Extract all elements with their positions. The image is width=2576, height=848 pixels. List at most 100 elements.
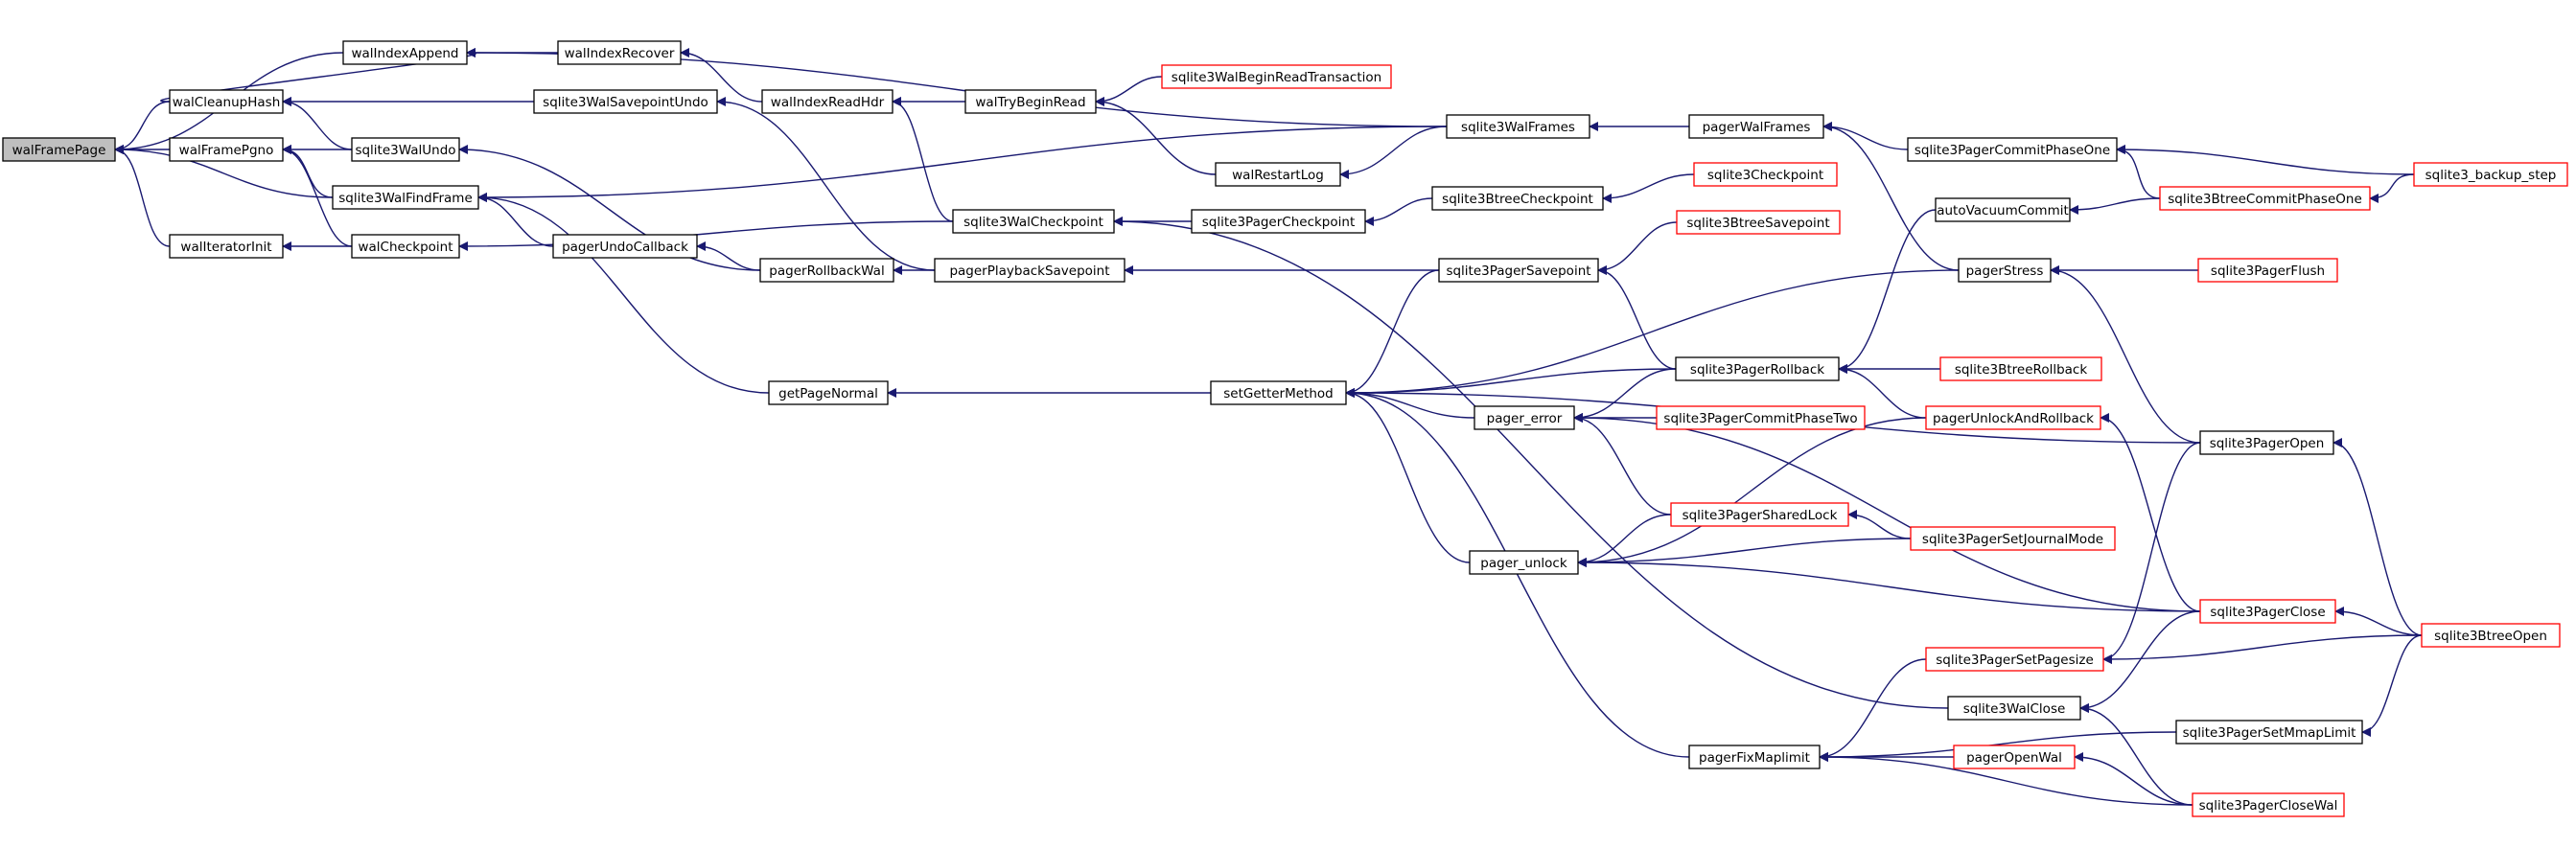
node-pager-open-wal[interactable]: pagerOpenWal <box>1953 745 2076 769</box>
node-box[interactable] <box>1656 405 1866 430</box>
node-sqlite3-wal-begin-read-transaction[interactable]: sqlite3WalBeginReadTransaction <box>1161 64 1392 89</box>
node-sqlite3-wal-savepoint-undo[interactable]: sqlite3WalSavepointUndo <box>533 89 718 114</box>
node-box[interactable] <box>1431 186 1604 211</box>
node-wal-index-append[interactable]: walIndexAppend <box>342 40 468 65</box>
node-pager-undo-callback[interactable]: pagerUndoCallback <box>552 234 698 259</box>
node-auto-vacuum-commit[interactable]: autoVacuumCommit <box>1935 197 2071 222</box>
node-box[interactable] <box>2199 599 2336 624</box>
node-box[interactable] <box>1191 209 1366 234</box>
node-sqlite3-pager-shared-lock[interactable]: sqlite3PagerSharedLock <box>1670 502 1849 527</box>
node-sqlite3-pager-set-journal-mode[interactable]: sqlite3PagerSetJournalMode <box>1910 526 2116 551</box>
node-box[interactable] <box>2197 258 2338 283</box>
node-get-page-normal[interactable]: getPageNormal <box>768 380 889 405</box>
node-wal-iterator-init[interactable]: walIteratorInit <box>169 234 284 259</box>
node-wal-cleanup-hash[interactable]: walCleanupHash <box>169 89 284 114</box>
node-box[interactable] <box>768 380 889 405</box>
node-box[interactable] <box>2413 162 2568 187</box>
node-pager-playback-savepoint[interactable]: pagerPlaybackSavepoint <box>934 258 1126 283</box>
node-box[interactable] <box>1693 162 1838 187</box>
node-sqlite3-wal-frames[interactable]: sqlite3WalFrames <box>1446 114 1590 139</box>
node-sqlite3-pager-flush[interactable]: sqlite3PagerFlush <box>2197 258 2338 283</box>
node-box[interactable] <box>964 89 1097 114</box>
node-box[interactable] <box>759 258 894 283</box>
node-box[interactable] <box>1215 162 1341 187</box>
node-wal-frame-page[interactable]: walFramePage <box>2 137 116 162</box>
node-sqlite3-pager-close-wal[interactable]: sqlite3PagerCloseWal <box>2192 792 2345 817</box>
node-box[interactable] <box>1907 137 2118 162</box>
node-box[interactable] <box>1474 405 1575 430</box>
node-wal-restart-log[interactable]: walRestartLog <box>1215 162 1341 187</box>
node-box[interactable] <box>557 40 682 65</box>
node-wal-frame-pgno[interactable]: walFramePgno <box>169 137 284 162</box>
node-box[interactable] <box>761 89 893 114</box>
node-sqlite3-wal-find-frame[interactable]: sqlite3WalFindFrame <box>332 185 479 210</box>
node-box[interactable] <box>1925 405 2101 430</box>
node-wal-try-begin-read[interactable]: walTryBeginRead <box>964 89 1097 114</box>
node-sqlite3-pager-commit-phase-one[interactable]: sqlite3PagerCommitPhaseOne <box>1907 137 2118 162</box>
node-sqlite3-wal-close[interactable]: sqlite3WalClose <box>1947 696 2081 721</box>
node-box[interactable] <box>351 234 460 259</box>
node-box[interactable] <box>552 234 698 259</box>
node-box[interactable] <box>2175 720 2363 745</box>
node-wal-checkpoint[interactable]: walCheckpoint <box>351 234 460 259</box>
node-box[interactable] <box>1675 356 1840 381</box>
node-box[interactable] <box>1161 64 1392 89</box>
node-box[interactable] <box>1958 258 2052 283</box>
node-sqlite3-btree-rollback[interactable]: sqlite3BtreeRollback <box>1939 356 2102 381</box>
node-sqlite3-btree-checkpoint[interactable]: sqlite3BtreeCheckpoint <box>1431 186 1604 211</box>
node-box[interactable] <box>332 185 479 210</box>
node-box[interactable] <box>169 89 284 114</box>
node-box[interactable] <box>169 234 284 259</box>
node-box[interactable] <box>1947 696 2081 721</box>
node-box[interactable] <box>1469 550 1579 575</box>
node-sqlite3-pager-rollback[interactable]: sqlite3PagerRollback <box>1675 356 1840 381</box>
node-box[interactable] <box>1446 114 1590 139</box>
node-sqlite3-pager-set-mmap-limit[interactable]: sqlite3PagerSetMmapLimit <box>2175 720 2363 745</box>
node-box[interactable] <box>1676 210 1841 235</box>
node-pager-error[interactable]: pager_error <box>1474 405 1575 430</box>
node-set-getter-method[interactable]: setGetterMethod <box>1210 380 1347 405</box>
node-sqlite3-pager-close[interactable]: sqlite3PagerClose <box>2199 599 2336 624</box>
node-box[interactable] <box>1935 197 2071 222</box>
node-sqlite3-btree-open[interactable]: sqlite3BtreeOpen <box>2421 623 2561 648</box>
node-box[interactable] <box>1953 745 2076 769</box>
node-sqlite3-btree-commit-phase-one[interactable]: sqlite3BtreeCommitPhaseOne <box>2159 186 2371 211</box>
node-sqlite3-pager-commit-phase-two[interactable]: sqlite3PagerCommitPhaseTwo <box>1656 405 1866 430</box>
node-pager-fix-maplimit[interactable]: pagerFixMaplimit <box>1688 745 1821 769</box>
node-box[interactable] <box>342 40 468 65</box>
node-sqlite3-pager-savepoint[interactable]: sqlite3PagerSavepoint <box>1438 258 1599 283</box>
node-sqlite3-wal-undo[interactable]: sqlite3WalUndo <box>351 137 460 162</box>
node-pager-stress[interactable]: pagerStress <box>1958 258 2052 283</box>
node-box[interactable] <box>1670 502 1849 527</box>
node-pager-unlock-and-rollback[interactable]: pagerUnlockAndRollback <box>1925 405 2101 430</box>
node-sqlite3-backup-step[interactable]: sqlite3_backup_step <box>2413 162 2568 187</box>
node-box[interactable] <box>351 137 460 162</box>
node-box[interactable] <box>533 89 718 114</box>
node-sqlite3-pager-checkpoint[interactable]: sqlite3PagerCheckpoint <box>1191 209 1366 234</box>
node-box[interactable] <box>2159 186 2371 211</box>
node-sqlite3-pager-open[interactable]: sqlite3PagerOpen <box>2199 430 2334 455</box>
node-box[interactable] <box>1688 114 1824 139</box>
node-pager-wal-frames[interactable]: pagerWalFrames <box>1688 114 1824 139</box>
node-sqlite3-btree-savepoint[interactable]: sqlite3BtreeSavepoint <box>1676 210 1841 235</box>
node-box[interactable] <box>1939 356 2102 381</box>
node-sqlite3-pager-set-pagesize[interactable]: sqlite3PagerSetPagesize <box>1925 647 2104 672</box>
node-box[interactable] <box>952 209 1115 234</box>
node-box[interactable] <box>169 137 284 162</box>
node-box[interactable] <box>1925 647 2104 672</box>
node-box[interactable] <box>1438 258 1599 283</box>
node-wal-index-recover[interactable]: walIndexRecover <box>557 40 682 65</box>
node-box[interactable] <box>934 258 1126 283</box>
node-box[interactable] <box>2 137 116 162</box>
node-pager-rollback-wal[interactable]: pagerRollbackWal <box>759 258 894 283</box>
node-box[interactable] <box>2192 792 2345 817</box>
node-box[interactable] <box>1910 526 2116 551</box>
node-box[interactable] <box>2199 430 2334 455</box>
node-sqlite3-checkpoint[interactable]: sqlite3Checkpoint <box>1693 162 1838 187</box>
node-box[interactable] <box>1210 380 1347 405</box>
node-box[interactable] <box>1688 745 1821 769</box>
node-wal-index-read-hdr[interactable]: walIndexReadHdr <box>761 89 893 114</box>
node-box[interactable] <box>2421 623 2561 648</box>
node-pager-unlock[interactable]: pager_unlock <box>1469 550 1579 575</box>
node-sqlite3-wal-checkpoint[interactable]: sqlite3WalCheckpoint <box>952 209 1115 234</box>
